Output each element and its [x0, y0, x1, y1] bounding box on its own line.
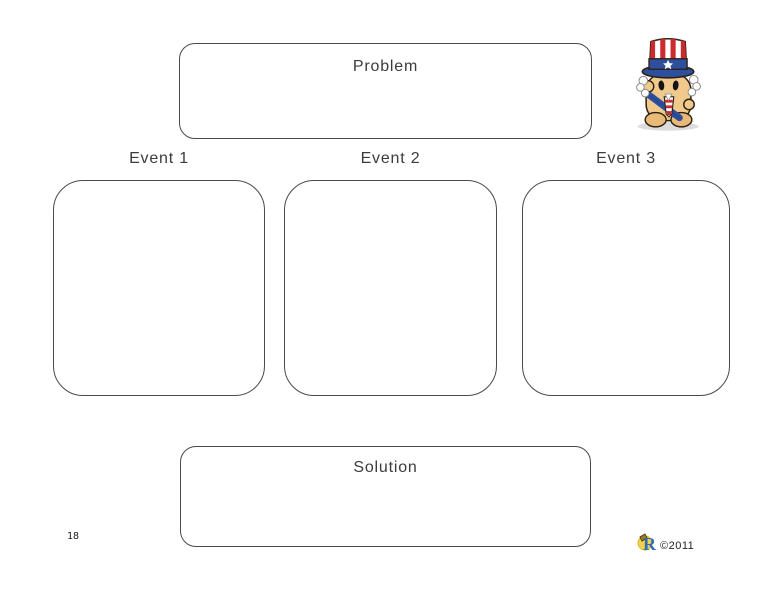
- page-number: 18: [67, 531, 80, 542]
- svg-text:R: R: [643, 534, 657, 554]
- publisher-logo-icon: R: [637, 533, 657, 554]
- event-2-label: Event 2: [360, 150, 421, 167]
- uncle-sam-character-icon: [636, 38, 701, 131]
- solution-label: Solution: [353, 459, 418, 476]
- problem-label: Problem: [352, 58, 419, 75]
- event-1-box[interactable]: [53, 180, 265, 396]
- event-3-box[interactable]: [522, 180, 730, 396]
- event-3-label: Event 3: [596, 150, 656, 167]
- problem-box[interactable]: Problem: [179, 43, 592, 139]
- event-1-label: Event 1: [129, 150, 189, 167]
- solution-box[interactable]: Solution: [180, 446, 591, 547]
- event-2-box[interactable]: [284, 180, 497, 396]
- copyright-text: ©2011: [660, 540, 695, 552]
